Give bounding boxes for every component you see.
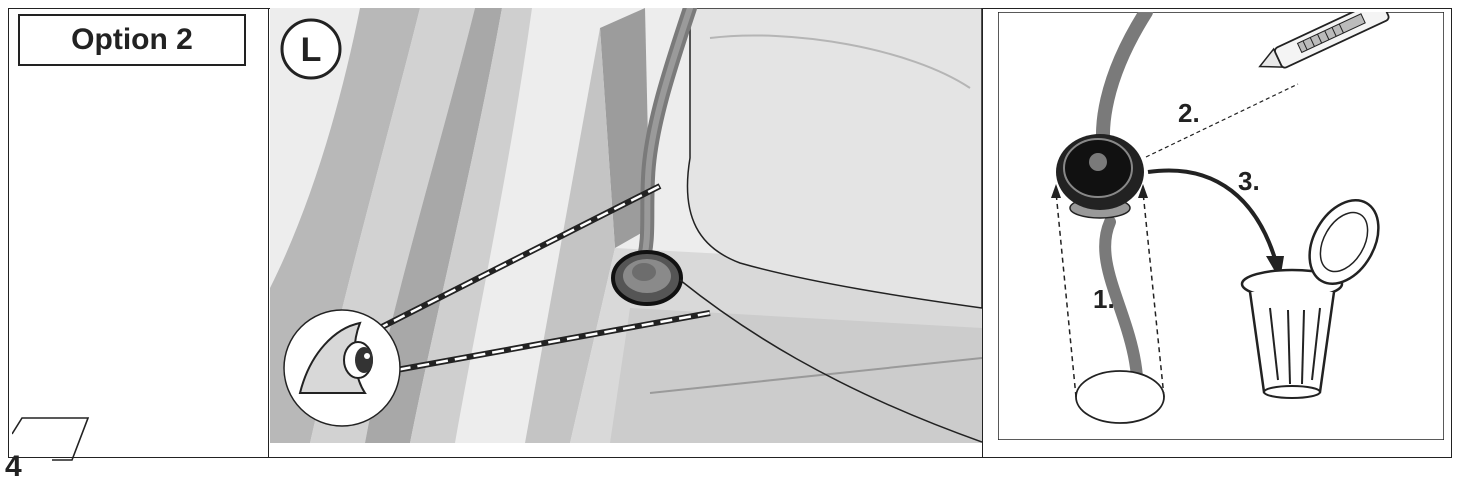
step-label-3: 3. — [1238, 166, 1260, 196]
panel-divider-left — [268, 8, 269, 458]
removal-detail-panel: 1. 2. 3. — [998, 12, 1444, 440]
step-number: 4 — [5, 452, 22, 482]
hole-icon — [1076, 371, 1164, 423]
panel-divider-right — [982, 8, 983, 458]
step-label-1: 1. — [1093, 284, 1115, 314]
page-corner-marker — [12, 416, 92, 462]
step-label-2: 2. — [1178, 98, 1200, 128]
option-box: Option 2 — [18, 14, 246, 66]
option-label: Option 2 — [71, 23, 193, 57]
side-badge-letter: L — [301, 31, 322, 69]
car-interior-scene: L — [270, 8, 982, 458]
